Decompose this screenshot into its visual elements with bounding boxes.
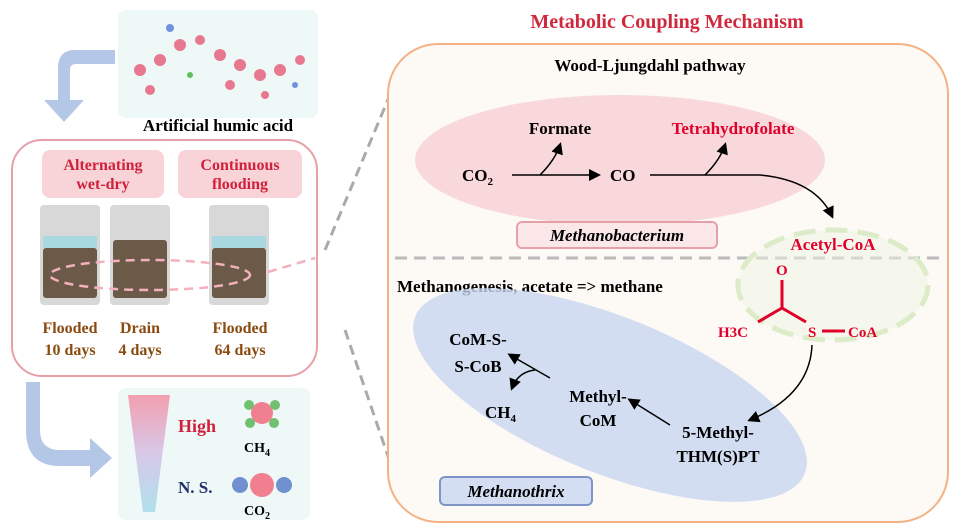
ch4-label: CH4: [244, 441, 270, 459]
acetyl-coa-label: Acetyl-CoA: [791, 235, 877, 254]
treatment-label-box: [178, 150, 302, 198]
oxygen-atom: O: [776, 263, 788, 279]
ch4-node: CH4: [485, 403, 517, 425]
com-s-s-cob-node-2: S-CoB: [454, 357, 501, 376]
treatment-alternating: Alternating: [63, 157, 142, 174]
methanothrix-label-box: [439, 476, 593, 506]
methanobacterium-cell: [415, 95, 825, 225]
mthmspt-node: 5-Methyl-: [682, 423, 754, 442]
beaker-icon: [110, 205, 170, 305]
beaker-duration: 10 days: [44, 342, 95, 359]
mthmspt-node-2: THM(S)PT: [676, 447, 760, 466]
methanothrix-label: Methanothrix: [466, 482, 565, 501]
high-label: High: [178, 416, 216, 436]
flow-arrow-icon: [26, 382, 112, 478]
figure-title: Metabolic Coupling Mechanism: [530, 11, 804, 33]
methanobacterium-label-box: [516, 221, 718, 249]
methyl-com-node-2: CoM: [580, 411, 617, 430]
ns-label: N. S.: [178, 478, 212, 497]
arrow: [539, 142, 563, 176]
arrow: [704, 142, 728, 176]
wl-pathway-title: Wood-Ljungdahl pathway: [554, 56, 746, 75]
arrow: [509, 369, 536, 391]
ch4-molecule-icon: [244, 400, 280, 428]
highlight-dashed-ellipse: [48, 258, 252, 292]
methanothrix-cell: [413, 288, 807, 502]
beaker-label: Flooded: [42, 320, 97, 337]
com-s-s-cob-node: CoM-S-: [449, 330, 507, 349]
sulfur-atom: S: [808, 325, 816, 341]
beaker-icon: [209, 205, 269, 305]
arrow: [759, 174, 834, 219]
co2-molecule-icon: [232, 473, 292, 497]
humic-acid-label: Artificial humic acid: [143, 116, 294, 135]
beaker-duration: 4 days: [118, 342, 161, 359]
formate-label: Formate: [529, 119, 592, 138]
highlight-pointer: [267, 256, 316, 274]
humic-acid-molecule-icon: [134, 24, 305, 99]
co2-label: CO2: [244, 504, 270, 522]
acetyl-coa-structure: O H3C S CoA: [718, 263, 877, 341]
thf-label: Tetrahydrofolate: [672, 119, 795, 138]
methyl-group: H3C: [718, 325, 748, 341]
treatment-continuous-2: flooding: [212, 176, 268, 193]
treatment-label-box: [42, 150, 164, 198]
zoom-connector-lines: [323, 89, 394, 469]
beaker-label: Flooded: [212, 320, 267, 337]
treatment-alternating-2: wet-dry: [76, 176, 129, 193]
arrow: [627, 398, 671, 426]
methyl-com-node: Methyl-: [569, 387, 627, 406]
flow-arrow-icon: [44, 50, 115, 122]
gradient-triangle: [128, 395, 170, 512]
beaker-duration: 64 days: [214, 342, 265, 359]
coa-group: CoA: [848, 325, 877, 341]
humic-acid-panel: [118, 10, 318, 118]
treatment-continuous: Continuous: [200, 157, 279, 174]
arrow: [747, 344, 813, 423]
beaker-icon: [40, 205, 100, 305]
co2-node: CO2: [462, 166, 494, 188]
methanobacterium-label: Methanobacterium: [549, 226, 684, 245]
co-node: CO: [610, 166, 636, 185]
arrow: [507, 353, 551, 379]
beaker-label: Drain: [120, 320, 160, 337]
acetyl-coa-zone: [735, 227, 931, 343]
